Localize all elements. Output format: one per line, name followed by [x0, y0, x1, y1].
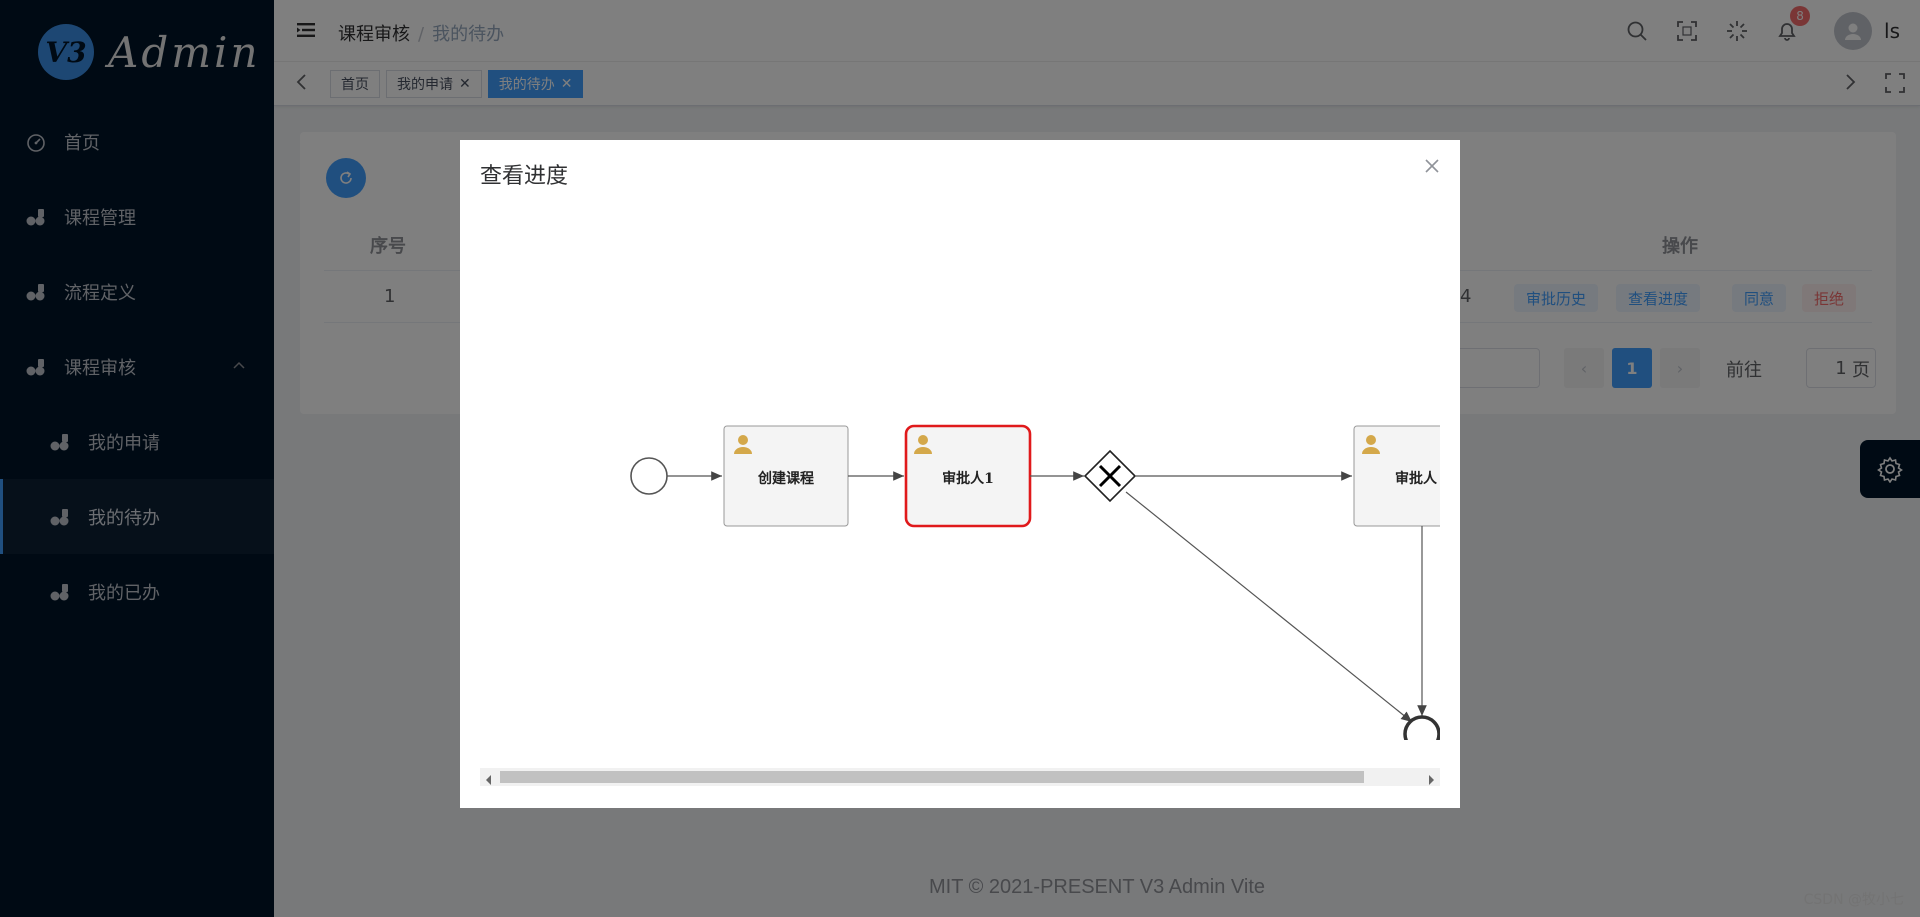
task-label: 创建课程 [757, 470, 814, 487]
bpmn-diagram: 创建课程 审批人1 [480, 200, 1440, 740]
scrollbar-thumb[interactable] [500, 771, 1364, 783]
horizontal-scrollbar[interactable] [480, 768, 1440, 786]
user-icon [734, 435, 752, 454]
end-event [1403, 715, 1440, 740]
dialog-title: 查看进度 [480, 164, 569, 189]
task-approver-2: 审批人 [1353, 425, 1440, 527]
task-approver-1: 审批人1 [904, 424, 1032, 528]
close-icon[interactable] [1424, 158, 1440, 178]
user-icon [1362, 435, 1380, 454]
start-event [630, 457, 668, 495]
task-create-course: 创建课程 [723, 425, 849, 527]
user-icon [914, 435, 932, 454]
scroll-left-icon[interactable] [484, 771, 494, 790]
exclusive-gateway [1083, 449, 1137, 503]
scroll-right-icon[interactable] [1426, 771, 1436, 790]
progress-dialog: 查看进度 创建课程 [460, 140, 1460, 808]
task-label: 审批人 [1395, 470, 1438, 487]
task-label: 审批人1 [942, 470, 994, 487]
